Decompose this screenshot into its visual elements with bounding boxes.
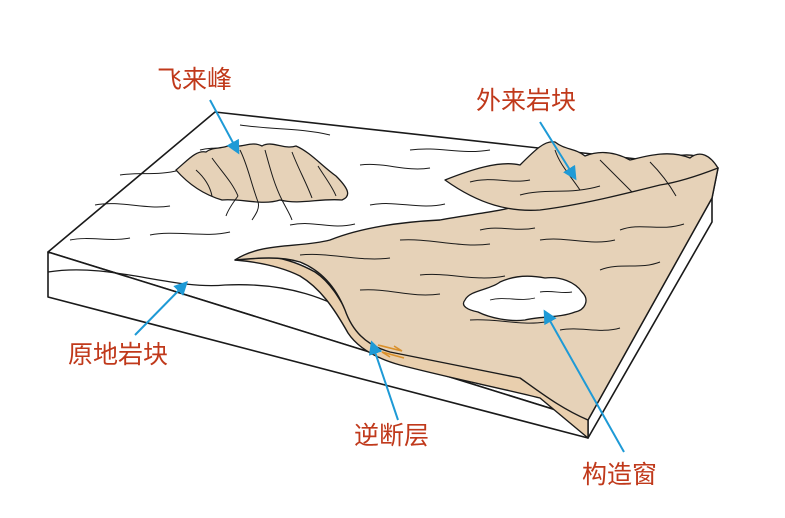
tectonic-window-label: 构造窗 <box>582 460 658 489</box>
arrow-allochthon <box>539 121 577 181</box>
klippe <box>175 143 349 221</box>
autochthon-label: 原地岩块 <box>68 340 169 369</box>
arrow-klippe <box>209 99 240 155</box>
thrust-fault-label: 逆断层 <box>354 421 430 450</box>
allochthon-label: 外来岩块 <box>476 86 577 115</box>
arrow-autochthon <box>134 281 188 336</box>
surface-texture <box>69 124 491 241</box>
arrow-tectonic-window <box>543 309 625 453</box>
strata-line <box>47 269 361 319</box>
klippe-mass <box>175 143 349 203</box>
window-texture <box>489 290 573 301</box>
klippe-label: 飞来峰 <box>157 65 233 94</box>
allochthon-ridges <box>299 149 685 331</box>
arrow-thrust-fault <box>368 340 399 421</box>
pointer-arrows <box>134 99 625 453</box>
overthrust-sheet <box>234 141 719 439</box>
tectonic-window-hole <box>462 275 587 322</box>
allochthon-peaks <box>444 141 719 211</box>
klippe-ridges <box>195 149 337 221</box>
